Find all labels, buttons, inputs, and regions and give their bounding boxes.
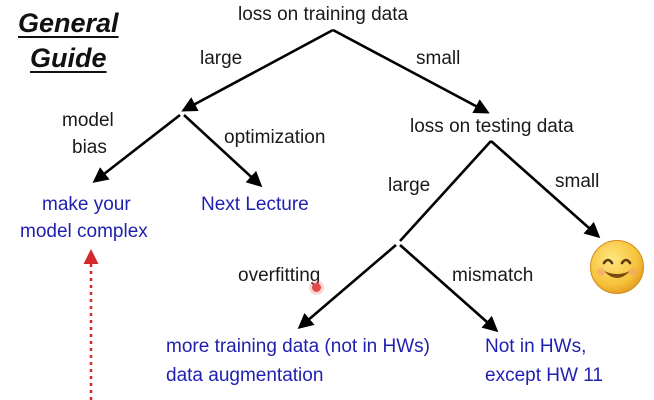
title-line-2: Guide [30, 43, 107, 74]
testing-node-label: loss on testing data [410, 116, 574, 137]
edge-root-small [332, 28, 490, 114]
training-large-label: large [200, 48, 243, 69]
overfitting-remedy-line-1: more training data (not in HWs) [166, 336, 430, 357]
make-model-complex-line-2: model complex [20, 221, 148, 242]
optimization-label: optimization [224, 127, 326, 148]
root-node-label: loss on training data [238, 4, 409, 25]
next-lecture-label: Next Lecture [201, 194, 309, 215]
edge-root-large [181, 28, 334, 112]
guide-title: General Guide [18, 6, 119, 76]
edge-testing-large [399, 140, 492, 242]
mismatch-label: mismatch [452, 265, 534, 286]
testing-large-label: large [388, 175, 431, 196]
edge-optimization [183, 114, 263, 188]
mismatch-remedy-line-2: except HW 11 [485, 365, 603, 386]
model-bias-label-line-1: model [62, 110, 114, 131]
cursor-pointer-dot [312, 283, 321, 292]
overfitting-label: overfitting [238, 265, 321, 286]
testing-small-label: small [555, 171, 600, 192]
smiley-face-icon [590, 240, 644, 294]
mismatch-remedy-line-1: Not in HWs, [485, 336, 587, 357]
training-small-label: small [416, 48, 461, 69]
model-bias-label-line-2: bias [72, 137, 107, 158]
edge-testing-small [490, 140, 601, 239]
overfitting-remedy-line-2: data augmentation [166, 365, 324, 386]
edge-overfitting [297, 244, 397, 330]
make-model-complex-line-1: make your [42, 194, 131, 215]
edge-model-bias [92, 113, 181, 183]
edge-mismatch [399, 244, 499, 333]
title-line-1: General [18, 8, 119, 38]
